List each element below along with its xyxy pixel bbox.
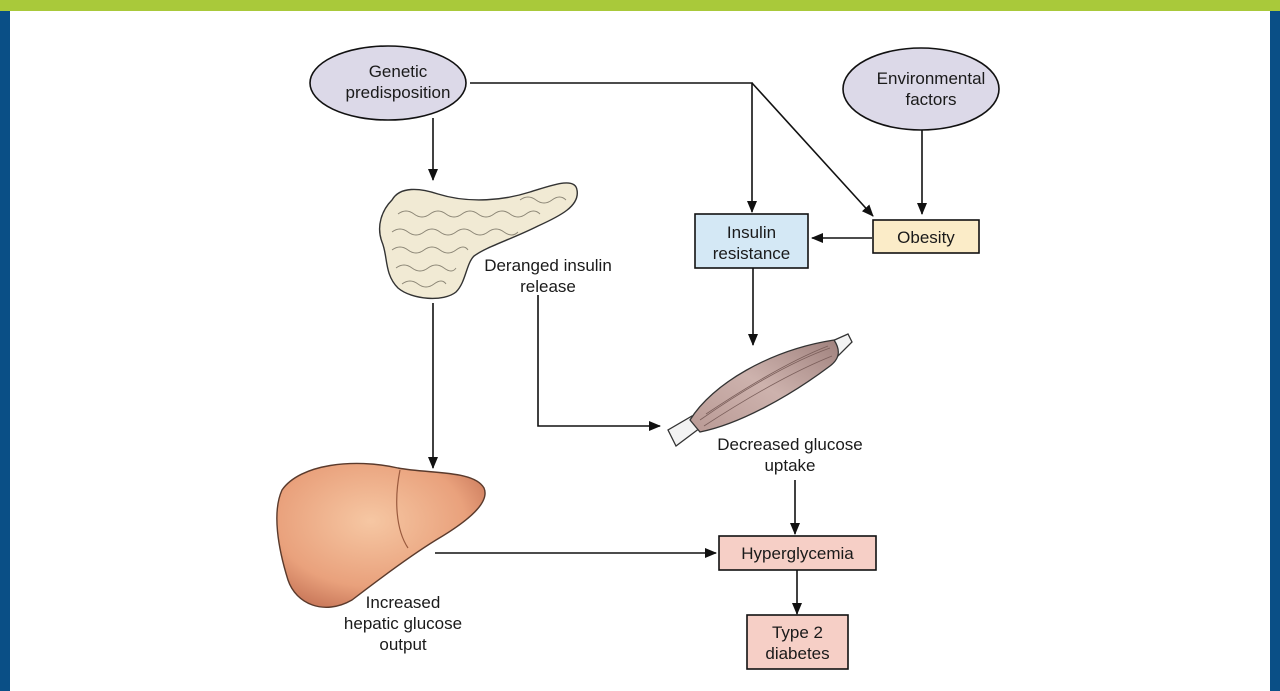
diagram-canvas: Genetic predisposition Environmental fac… <box>10 11 1270 691</box>
hyperglycemia-box <box>718 535 877 571</box>
liver-illustration <box>276 462 486 608</box>
environmental-ellipse <box>842 47 1000 131</box>
arrow-genetic-to-obesity <box>751 82 874 217</box>
obesity-label: Obesity <box>897 228 955 247</box>
insulin-resistance-box <box>694 213 809 269</box>
arrow-genetic-to-insulin-resistance <box>470 82 757 213</box>
diagram-svg <box>276 45 1000 670</box>
type2-diabetes-label: Type 2 diabetes <box>765 623 830 663</box>
arrow-deranged-to-muscle <box>537 295 661 431</box>
muscle-illustration <box>667 333 853 447</box>
obesity-box <box>872 219 980 254</box>
hyperglycemia-label: Hyperglycemia <box>741 544 854 563</box>
deranged-insulin-release-label: Deranged insulin release <box>484 256 612 296</box>
genetic-predisposition-label: Genetic predisposition <box>345 62 451 102</box>
connectors <box>428 82 927 615</box>
genetic-ellipse <box>309 45 467 121</box>
pancreas-illustration <box>378 182 578 300</box>
decreased-glucose-uptake-label: Decreased glucose uptake <box>717 435 863 475</box>
type2-box <box>746 614 849 670</box>
increased-hepatic-glucose-output-label: Increased hepatic glucose output <box>343 593 463 654</box>
header-bar <box>0 0 1280 11</box>
environmental-factors-label: Environmental factors <box>876 69 986 109</box>
insulin-resistance-label: Insulin resistance <box>712 223 791 263</box>
